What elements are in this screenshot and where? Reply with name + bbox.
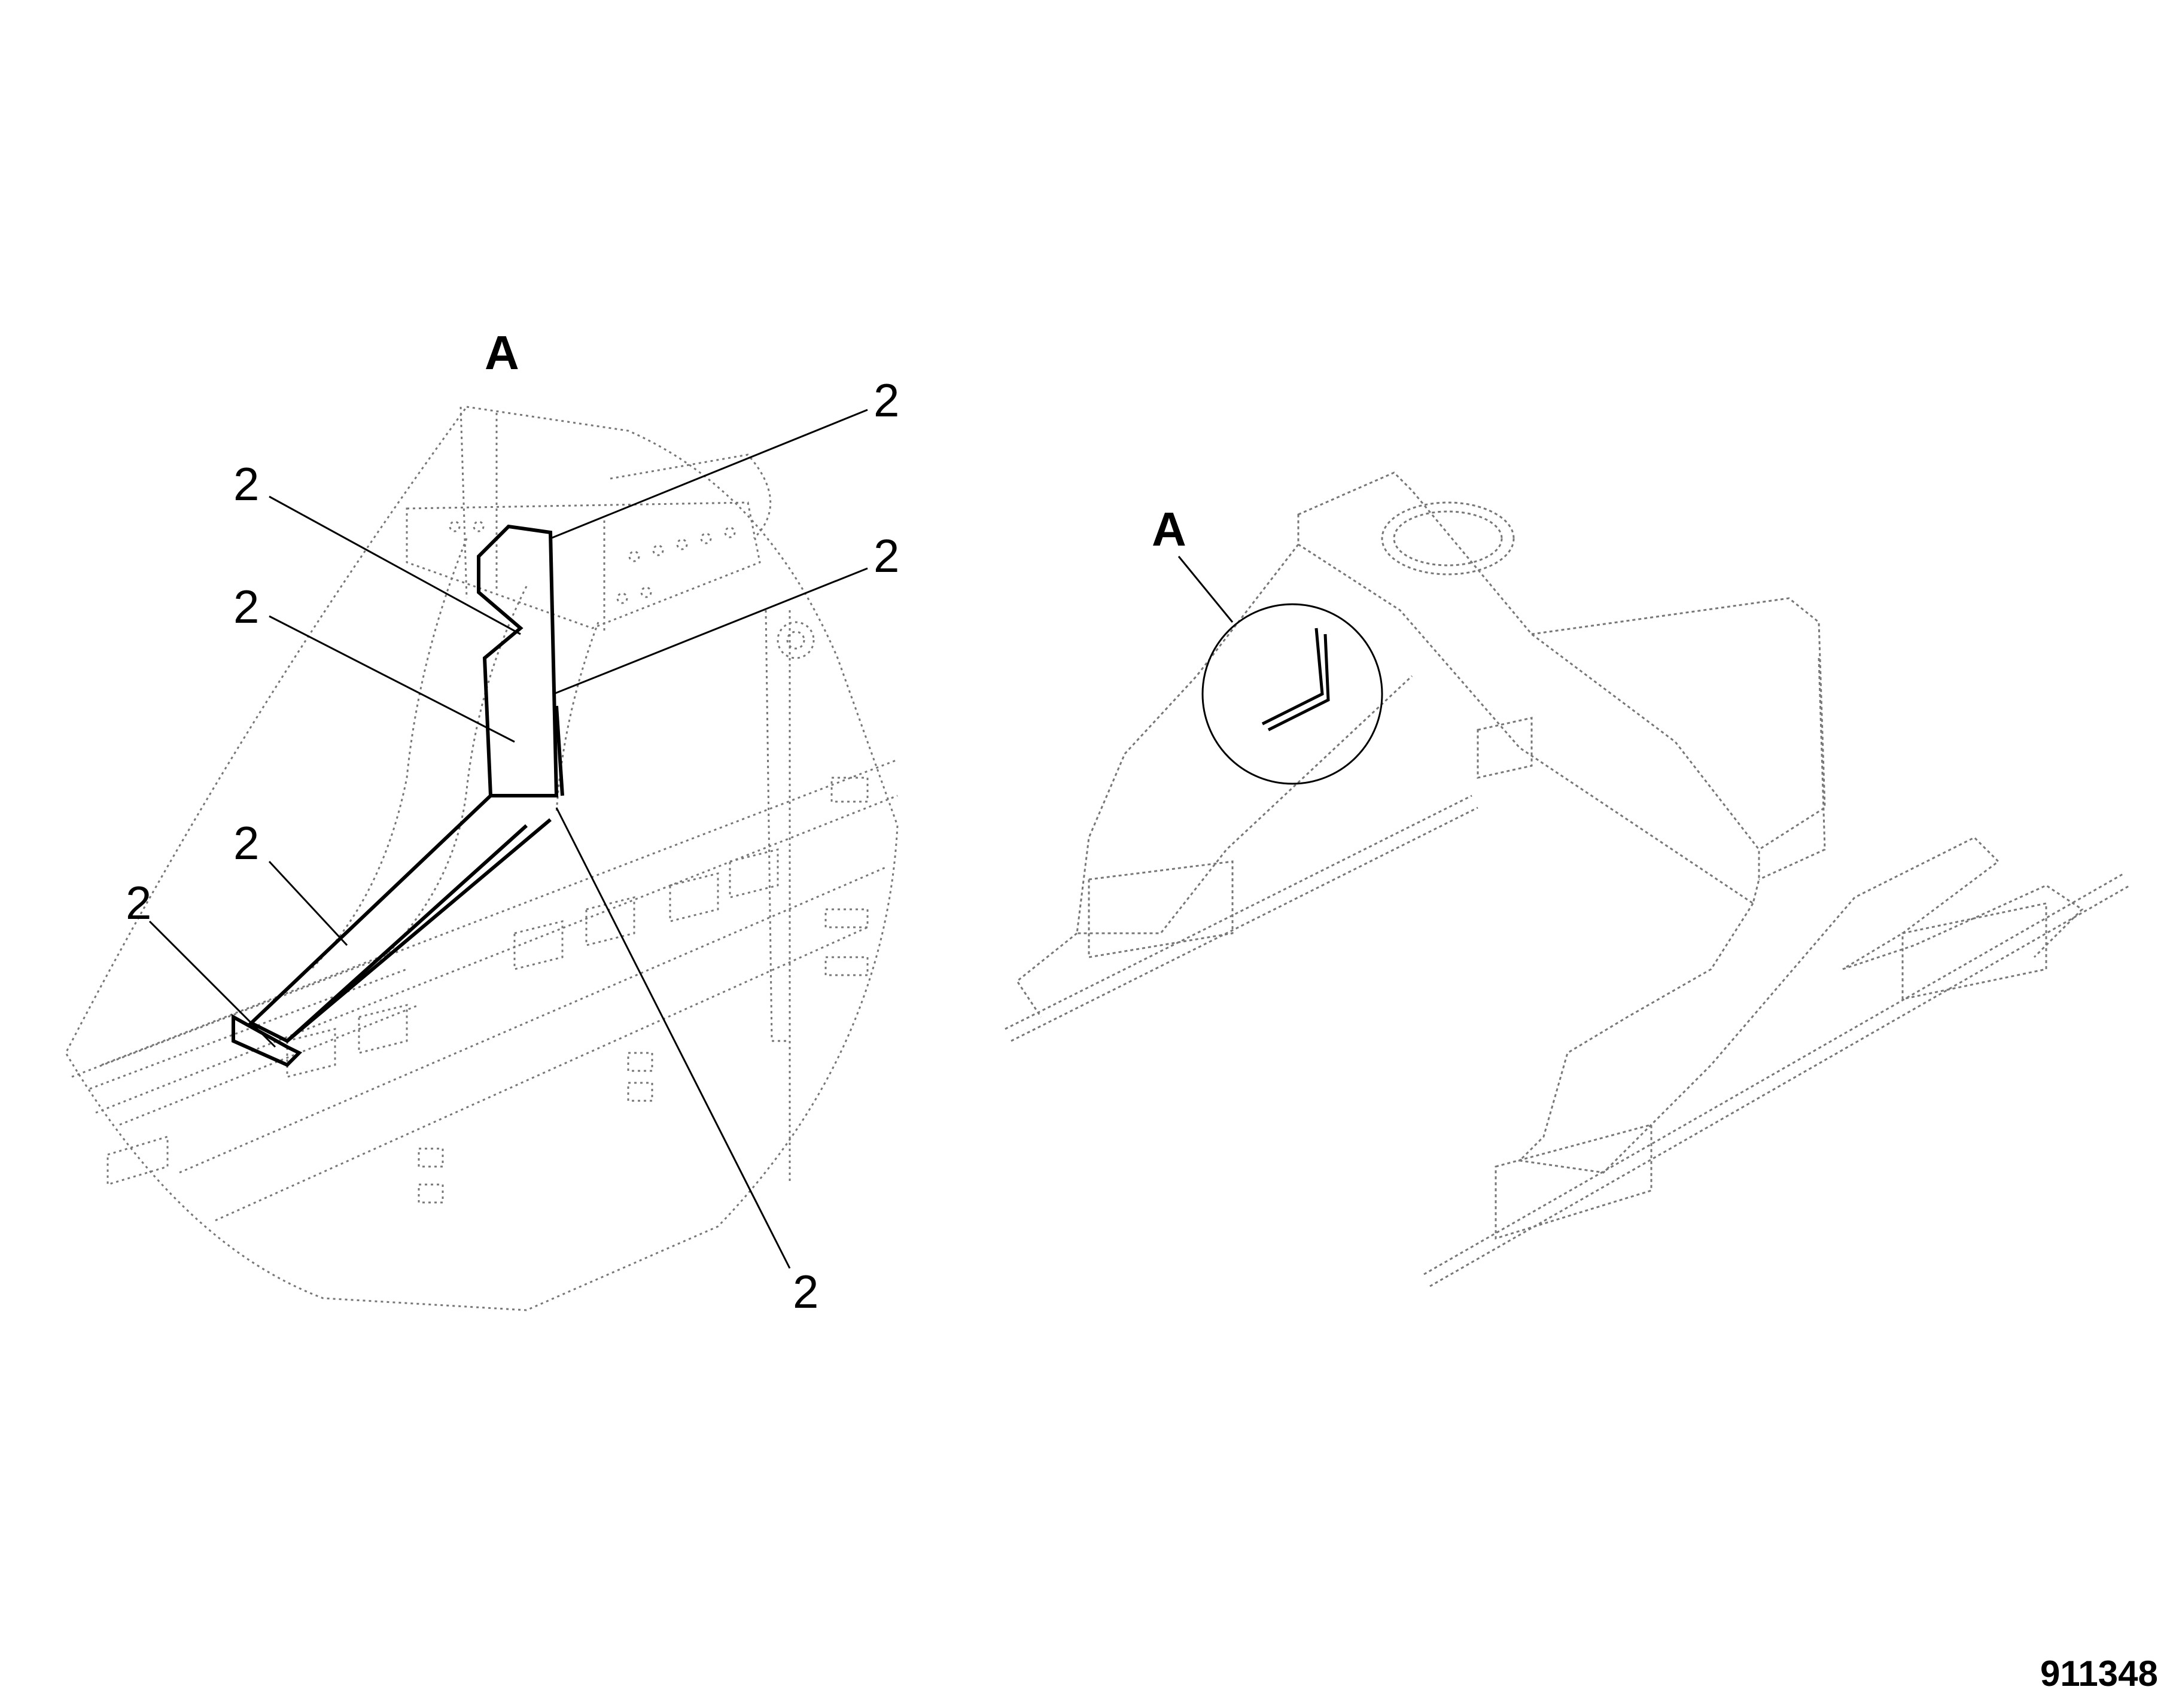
callout-part-2: 2 bbox=[874, 374, 900, 427]
overview-detail-label: A bbox=[1152, 503, 1186, 556]
callout-part-2: 2 bbox=[233, 817, 260, 869]
detail-view-background bbox=[65, 406, 899, 1311]
overview-detail-circle bbox=[1177, 556, 1383, 785]
overview-machine bbox=[1005, 471, 2131, 1287]
detail-leader-lines bbox=[148, 409, 868, 1269]
callout-part-2: 2 bbox=[793, 1265, 819, 1318]
callout-part-2: 2 bbox=[233, 458, 260, 510]
callout-part-2: 2 bbox=[874, 529, 900, 582]
callout-part-2: 2 bbox=[126, 876, 152, 929]
detail-part-channel bbox=[232, 524, 564, 1067]
detail-view-label: A bbox=[485, 326, 519, 379]
callout-part-2: 2 bbox=[233, 580, 260, 633]
figure-number: 911348 bbox=[2040, 1654, 2158, 1694]
